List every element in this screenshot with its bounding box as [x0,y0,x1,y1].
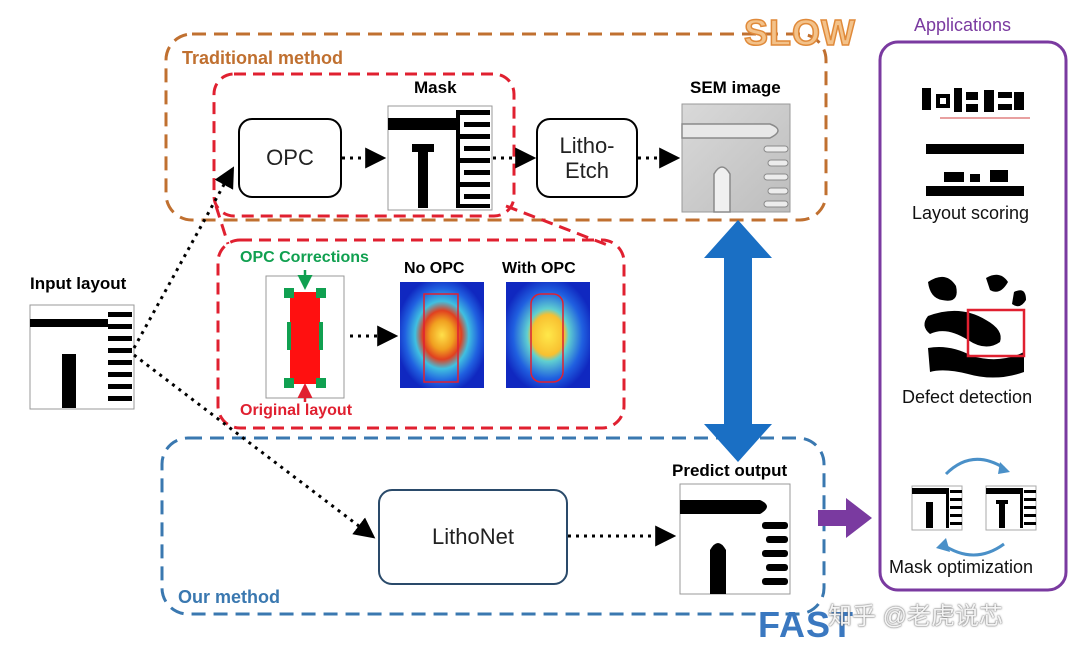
opc-detail-frame [216,238,626,430]
input-to-opc-arrow [132,166,235,349]
slow-label: SLOW [743,11,856,54]
predict-output-title: Predict output [672,461,788,480]
original-layout-image [265,275,345,399]
mask-optimization-label: Mask optimization [889,557,1034,577]
zoom-connector-left [214,205,230,245]
opc-mask-frame [212,72,516,218]
opc-step-label: OPC [266,145,314,171]
opc-step: OPC [238,118,342,198]
mask-image [387,105,493,211]
with-opc-label: With OPC [502,260,576,277]
applications-frame [878,40,1068,592]
layout-scoring-image [922,88,1030,196]
no-opc-label: No OPC [404,260,465,277]
watermark: 知乎 @老虎说芯 [828,603,1004,630]
mask-optimization-image [911,457,1037,557]
layout-scoring-label: Layout scoring [912,203,1030,223]
traditional-method-frame [164,32,828,222]
defect-detection-label: Defect detection [902,387,1033,407]
lithonet-step: LithoNet [378,489,568,585]
sem-image [681,103,791,213]
original-layout-label: Original layout [240,402,353,419]
to-applications-arrow [818,498,872,538]
with-opc-heatmap [506,282,590,388]
sem-predict-comparison-arrow [704,220,772,462]
no-opc-heatmap [400,282,484,388]
mask-title: Mask [414,78,457,97]
litho-etch-step: Litho- Etch [536,118,638,198]
zoom-connector-right [505,204,611,248]
predict-output-image [679,483,791,595]
sem-image-title: SEM image [690,78,781,97]
litho-etch-label-line2: Etch [564,158,610,183]
fast-label: FAST [758,604,855,645]
input-to-lithonet-arrow [133,353,376,539]
lithonet-label: LithoNet [432,524,514,550]
input-layout-title: Input layout [30,274,127,293]
traditional-method-label: Traditional method [182,48,344,68]
litho-etch-label-line1: Litho- [559,132,615,158]
defect-detection-image [924,274,1026,378]
input-layout-image [29,304,135,410]
opc-corrections-label: OPC Corrections [240,249,369,266]
applications-title: Applications [914,15,1012,35]
our-method-label: Our method [178,587,280,607]
